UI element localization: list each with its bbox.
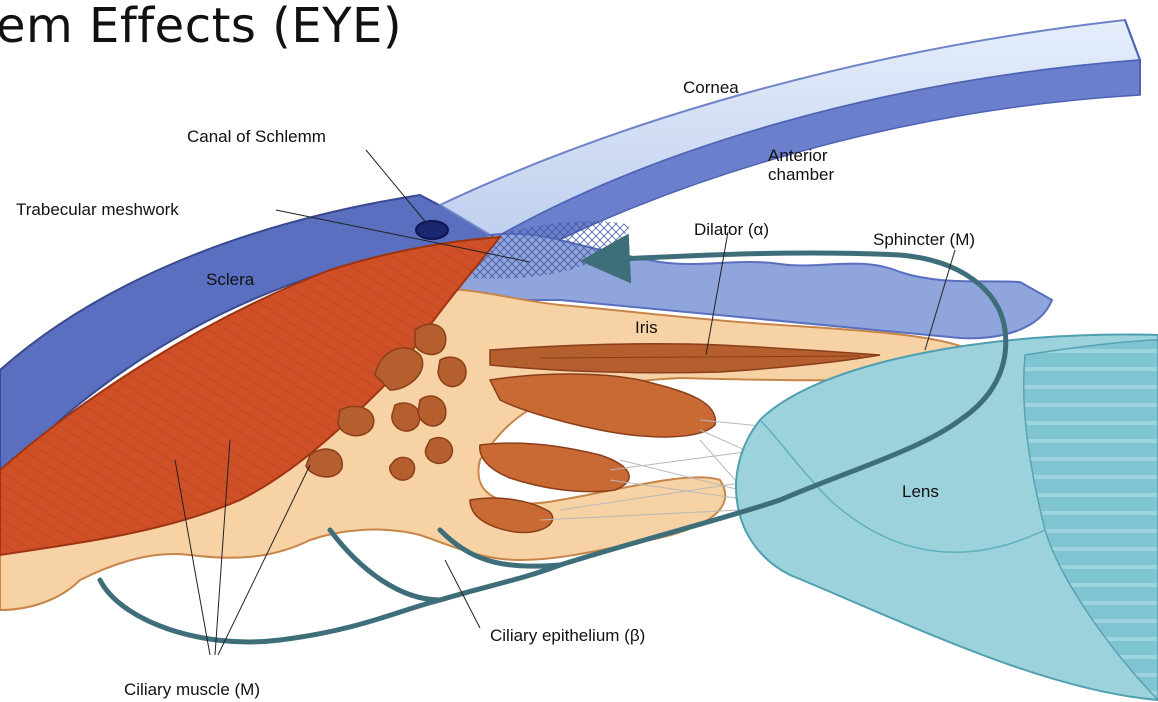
label-sclera: Sclera <box>206 270 255 289</box>
label-sphincter: Sphincter (M) <box>873 230 975 249</box>
label-trabecular-meshwork: Trabecular meshwork <box>16 200 179 219</box>
label-anterior-chamber-line1: Anterior <box>768 146 828 165</box>
label-anterior-chamber-line2: chamber <box>768 165 834 184</box>
label-dilator: Dilator (α) <box>694 220 769 239</box>
label-cornea: Cornea <box>683 78 739 97</box>
label-iris: Iris <box>635 318 658 337</box>
label-lens: Lens <box>902 482 939 501</box>
lens <box>736 334 1158 700</box>
label-ciliary-muscle: Ciliary muscle (M) <box>124 680 260 699</box>
cornea <box>440 20 1140 260</box>
canal-of-schlemm <box>416 221 448 239</box>
label-ciliary-epithelium: Ciliary epithelium (β) <box>490 626 645 645</box>
label-canal-of-schlemm: Canal of Schlemm <box>187 127 326 146</box>
